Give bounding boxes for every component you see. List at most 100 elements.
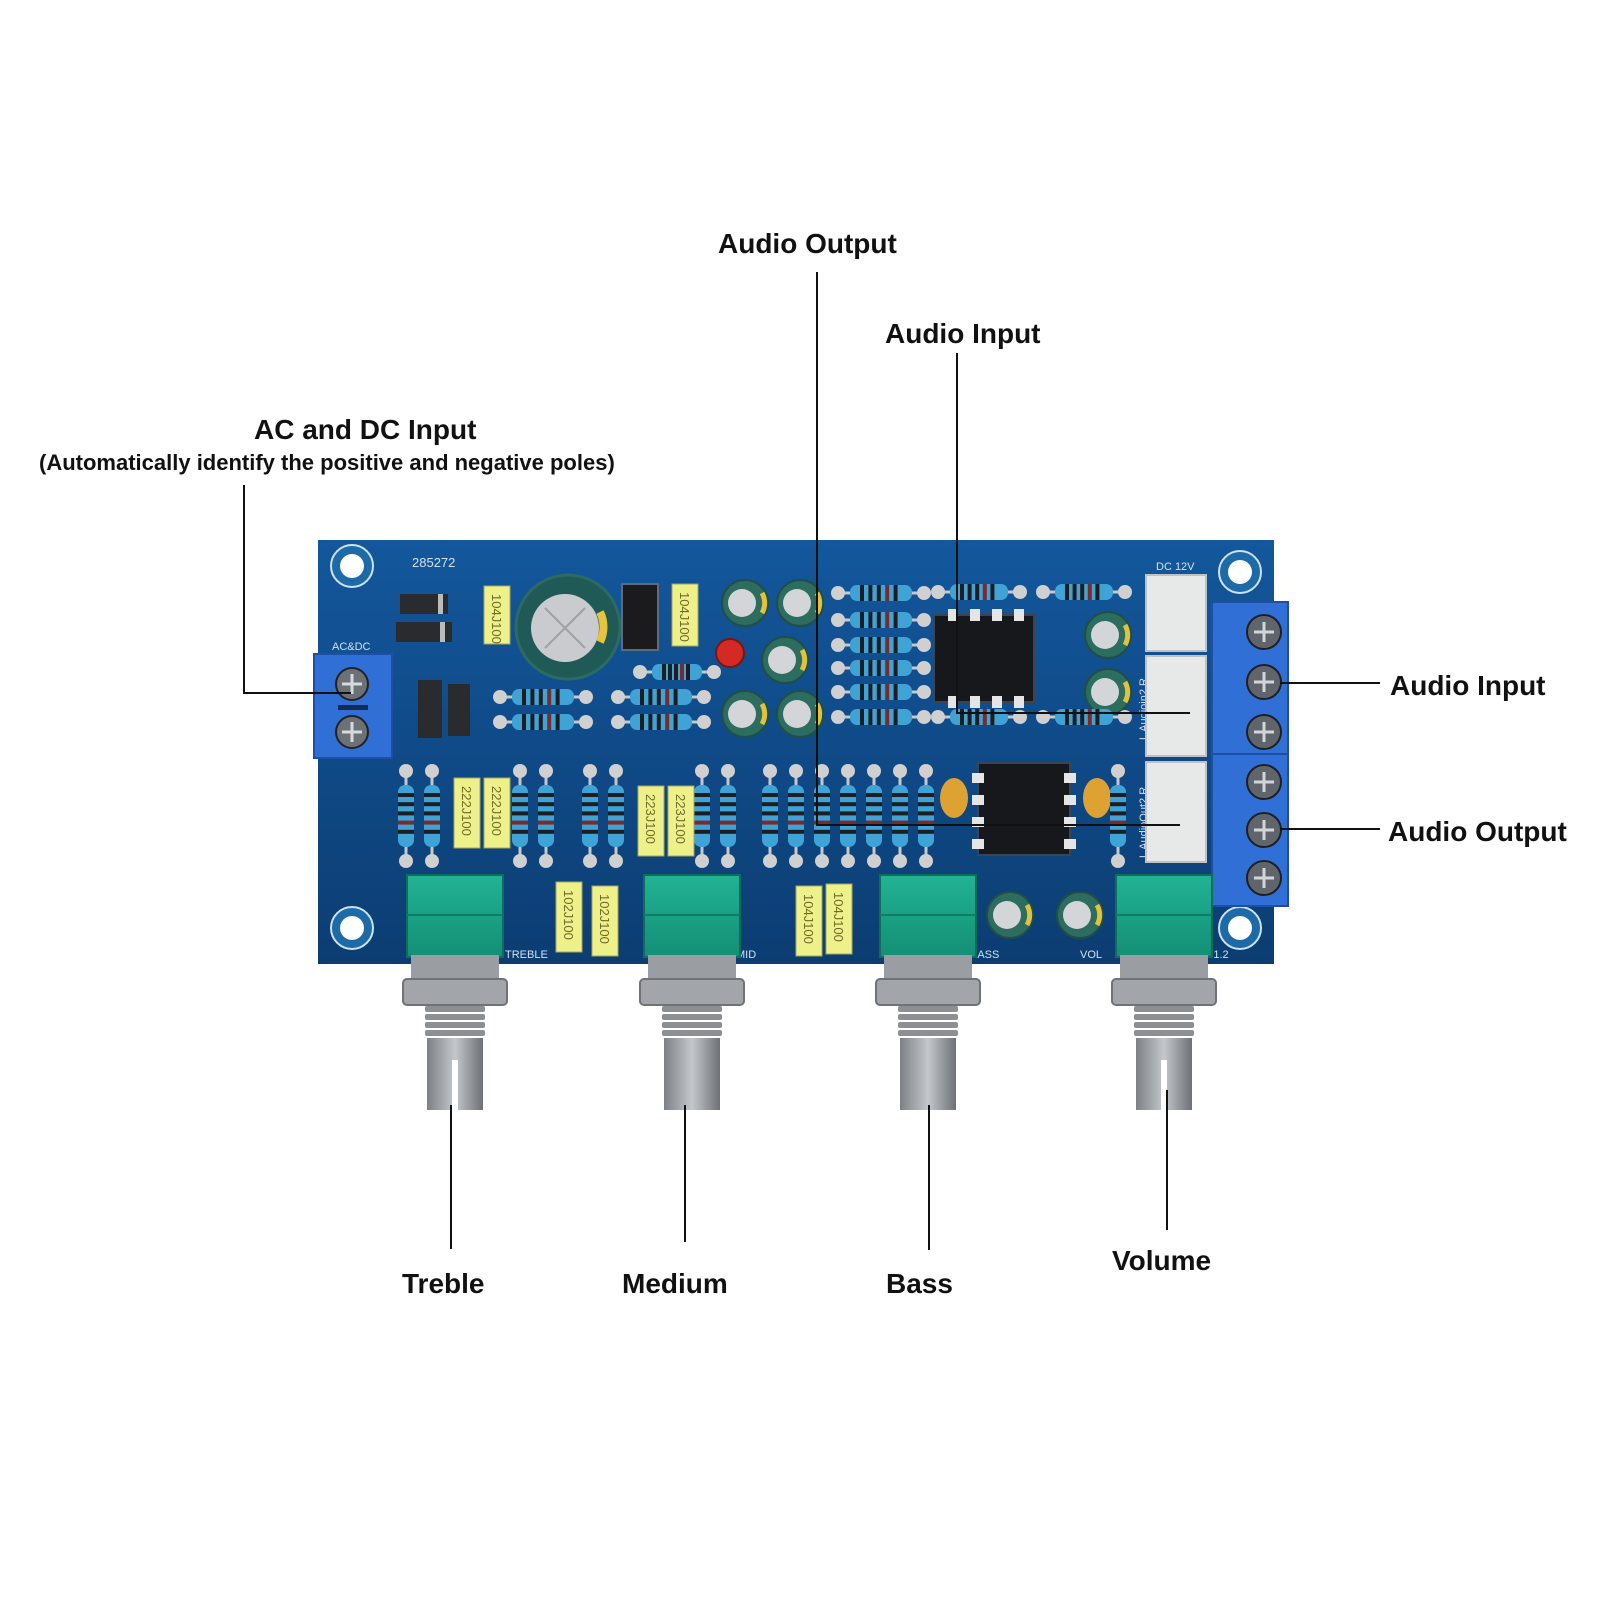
ic-pin	[970, 609, 980, 621]
ic-pin	[972, 817, 984, 827]
ac-dc-terminal	[313, 653, 393, 759]
ic-pin	[992, 696, 1002, 708]
resistor	[720, 764, 736, 868]
svg-text:102J100: 102J100	[597, 894, 612, 944]
dc-12v-silk-label: DC 12V	[1156, 561, 1195, 573]
resistor	[694, 764, 710, 868]
resistor	[608, 764, 624, 868]
svg-text:102J100: 102J100	[561, 890, 576, 940]
ic-pin	[972, 795, 984, 805]
audio-input-right-label: Audio Input	[1390, 670, 1546, 701]
ceramic-cap-2	[1083, 778, 1111, 818]
ic-pin	[948, 696, 958, 708]
film-cap: 102J100	[591, 885, 619, 957]
bass-leader	[928, 1105, 930, 1250]
treble-silk-label: TREBLE	[505, 949, 548, 961]
ac-dc-silk-label: AC&DC	[332, 641, 371, 653]
film-cap: 104J100	[483, 585, 511, 645]
resistor	[398, 764, 414, 868]
resistor	[762, 764, 778, 868]
ic-pin	[948, 609, 958, 621]
resistor	[866, 764, 882, 868]
terminal-screws	[1246, 614, 1282, 896]
potentiometer-treble	[402, 874, 508, 1110]
volume-leader	[1166, 1090, 1168, 1230]
ic-pin	[1014, 609, 1024, 621]
ic-pin	[970, 696, 980, 708]
resistor	[611, 714, 711, 730]
board-serial: 285272	[412, 555, 455, 570]
audio-output-top-label: Audio Output	[718, 228, 897, 259]
resistor	[582, 764, 598, 868]
resistor	[831, 612, 931, 628]
power-led	[715, 638, 745, 668]
ac-dc-leader-vertical	[243, 485, 245, 693]
potentiometer-volume	[1111, 874, 1217, 1110]
ceramic-cap-1	[940, 778, 968, 818]
resistor	[424, 764, 440, 868]
resistor	[892, 764, 908, 868]
screw	[1246, 812, 1282, 848]
resistor	[512, 764, 528, 868]
audio-input-top-leader-horizontal	[956, 712, 1190, 714]
mounting-holes	[330, 544, 1262, 950]
svg-text:104J100: 104J100	[831, 892, 846, 942]
audio-input-top-leader-vertical	[956, 353, 958, 713]
ac-dc-input-label: AC and DC Input	[254, 414, 477, 445]
audio-input-top-label: Audio Input	[885, 318, 1041, 349]
svg-text:222J100: 222J100	[459, 786, 474, 836]
film-cap: 104J100	[671, 583, 699, 647]
screw	[1246, 714, 1282, 750]
resistor	[831, 637, 931, 653]
screw	[1246, 764, 1282, 800]
resistor	[831, 660, 931, 676]
medium-leader	[684, 1105, 686, 1242]
resistor	[1110, 764, 1126, 868]
treble-label: Treble	[402, 1268, 485, 1299]
resistor	[831, 709, 931, 725]
resistor	[611, 689, 711, 705]
ic-pin	[992, 609, 1002, 621]
ac-dc-input-sublabel: (Automatically identify the positive and…	[39, 450, 615, 475]
electrolytic-cap	[1056, 891, 1104, 939]
medium-label: Medium	[622, 1268, 728, 1299]
ic-pin	[1014, 696, 1024, 708]
jst-connectors	[1145, 574, 1207, 863]
screw	[1246, 664, 1282, 700]
potentiometer-mid	[639, 874, 745, 1110]
ic-pin	[1064, 839, 1076, 849]
screw	[1246, 614, 1282, 650]
electrolytic-cap	[721, 690, 769, 738]
audio-output-right-label: Audio Output	[1388, 816, 1567, 847]
svg-text:222J100: 222J100	[489, 786, 504, 836]
film-cap: 223J100	[637, 785, 665, 857]
electrolytic-cap	[986, 891, 1034, 939]
main-capacitor	[514, 573, 622, 681]
diodes	[396, 594, 470, 738]
volume-label: Volume	[1112, 1245, 1212, 1276]
audio-output-top-leader-vertical	[816, 272, 818, 825]
resistor	[831, 585, 931, 601]
treble-leader	[450, 1105, 452, 1249]
electrolytic-capacitors	[721, 579, 1132, 939]
resistor	[1036, 584, 1132, 600]
resistor	[538, 764, 554, 868]
electrolytic-cap	[721, 579, 769, 627]
ic-pin	[972, 773, 984, 783]
op-amp-ic-top	[933, 614, 1035, 703]
film-cap: 104J100	[795, 885, 823, 957]
electrolytic-cap	[1084, 668, 1132, 716]
resistor	[931, 584, 1027, 600]
ic-pin	[1064, 773, 1076, 783]
ic-pins	[948, 609, 1076, 849]
ic-pin	[972, 839, 984, 849]
resistor	[814, 764, 830, 868]
vol-silk-label: VOL	[1080, 949, 1102, 961]
resistors	[398, 584, 1132, 868]
screw	[1246, 860, 1282, 896]
audio-output-top-leader-horizontal	[816, 824, 1180, 826]
svg-text:104J100: 104J100	[801, 894, 816, 944]
resistor	[788, 764, 804, 868]
bass-silk-label: BASS	[970, 949, 999, 961]
